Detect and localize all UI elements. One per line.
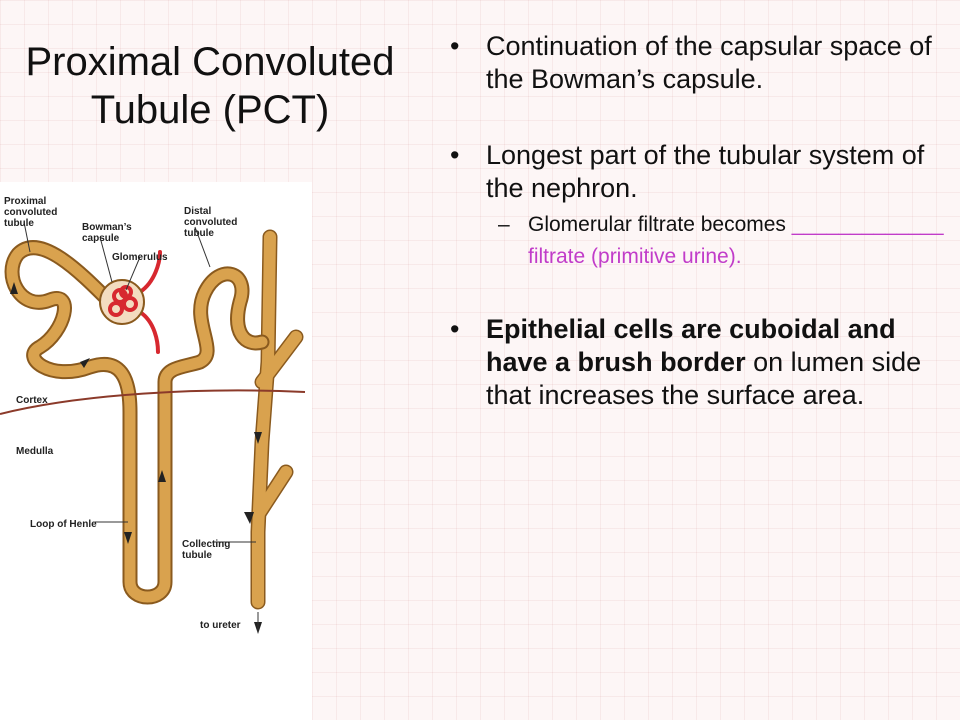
bullet-1: • Continuation of the capsular space of …: [448, 30, 948, 96]
title-line-2: Tubule (PCT): [90, 88, 330, 132]
cortex-medulla-boundary: [0, 389, 306, 415]
label-bowman-2: capsule: [82, 233, 120, 244]
bullet-2-text: Longest part of the tubular system of th…: [486, 140, 925, 203]
bullet-3: • Epithelial cells are cuboidal and have…: [448, 313, 948, 412]
label-collecting-1: Collecting: [182, 539, 230, 550]
bullet-1-text: Continuation of the capsular space of th…: [486, 31, 932, 94]
label-to-ureter: to ureter: [200, 620, 241, 631]
label-loop-of-henle: Loop of Henle: [30, 519, 97, 530]
label-glomerulus: Glomerulus: [112, 252, 168, 263]
slide-title: Proximal Convoluted Tubule (PCT): [0, 38, 420, 134]
bullet-list: • Continuation of the capsular space of …: [448, 30, 948, 455]
title-line-1: Proximal Convoluted: [25, 40, 395, 84]
label-dct-2: convoluted: [184, 217, 237, 228]
bullet-3-bold: Epithelial cells are cuboidal and have a…: [486, 314, 896, 377]
bullet-dot: •: [450, 31, 460, 61]
bullet-3-rest: on lumen side that increases the surface…: [486, 347, 922, 410]
sub-bullet-dash: –: [498, 213, 510, 236]
label-pct-2: convoluted: [4, 207, 57, 218]
sub-bullet-suffix: filtrate (primitive urine).: [528, 245, 742, 268]
sub-bullet-prefix: Glomerular filtrate becomes: [528, 213, 786, 236]
label-collecting-2: tubule: [182, 550, 212, 561]
nephron-diagram: Proximal convoluted tubule Bowman’s caps…: [0, 182, 312, 720]
glomerulus-shape: [108, 285, 138, 317]
label-dct-3: tubule: [184, 228, 214, 239]
bullet-dot: •: [450, 140, 460, 170]
sub-bullet: – Glomerular filtrate becomes __________…: [448, 209, 948, 273]
label-medulla: Medulla: [16, 446, 54, 457]
nephron-illustration: Proximal convoluted tubule Bowman’s caps…: [0, 196, 306, 634]
label-pct-3: tubule: [4, 218, 34, 229]
bullet-2: • Longest part of the tubular system of …: [448, 139, 948, 273]
label-pct-1: Proximal: [4, 196, 46, 207]
label-cortex: Cortex: [16, 395, 48, 406]
fill-in-blank: _____________: [791, 213, 944, 236]
bullet-dot: •: [450, 314, 460, 344]
flow-arrows: [10, 282, 262, 634]
label-dct-1: Distal: [184, 206, 211, 217]
label-bowman-1: Bowman’s: [82, 222, 132, 233]
